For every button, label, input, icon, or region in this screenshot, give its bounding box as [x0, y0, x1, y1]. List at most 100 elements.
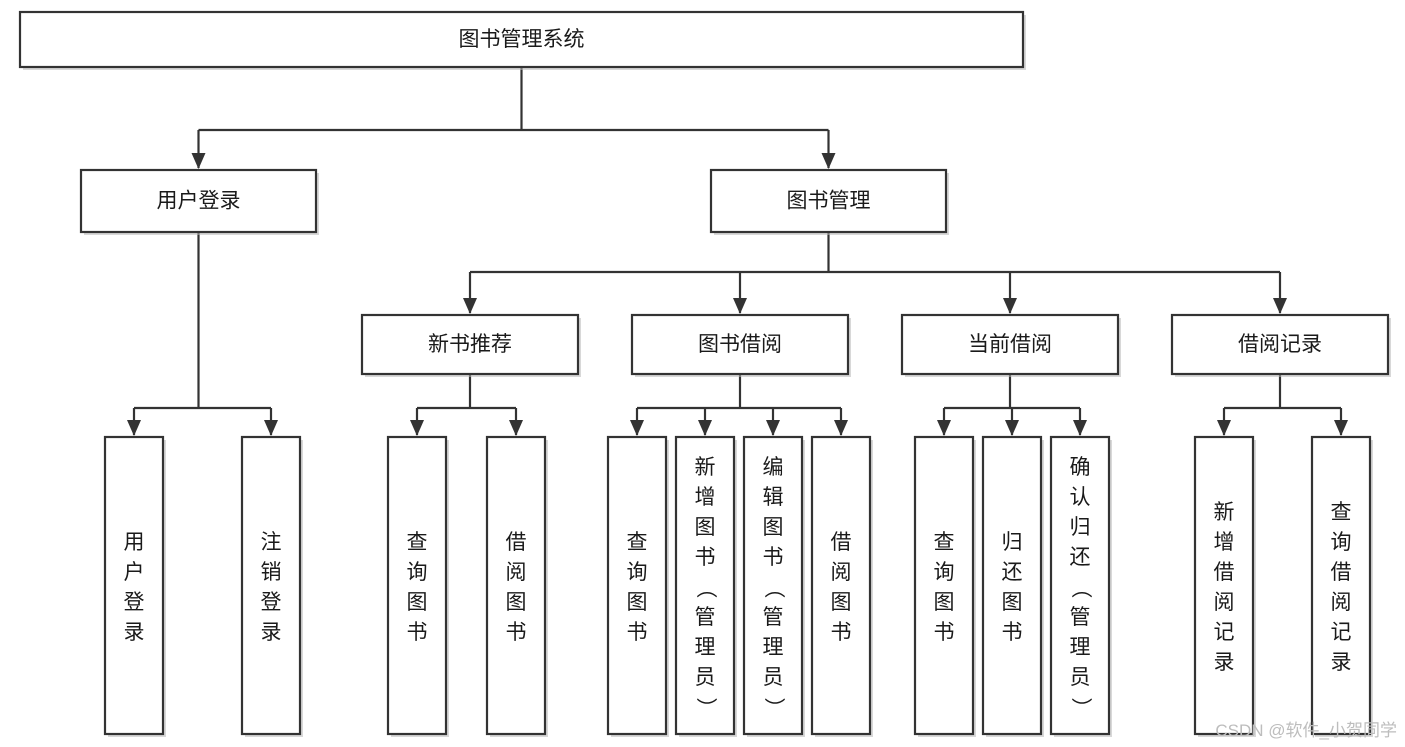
node-new-book-rec[interactable]: 新书推荐 — [360, 313, 581, 377]
node-box-leaf-query-book-bor[interactable] — [606, 435, 668, 736]
node-label-char: 图 — [934, 591, 955, 614]
node-root[interactable]: 图书管理系统 — [18, 10, 1026, 70]
node-label-char: 新 — [695, 456, 716, 479]
node-label-char: 书 — [627, 621, 648, 644]
node-label-char: 员 — [695, 666, 716, 689]
node-label-char: 确 — [1070, 456, 1091, 479]
node-label-char: 书 — [407, 621, 428, 644]
node-label-char: 注 — [261, 531, 282, 554]
node-label-root: 图书管理系统 — [459, 28, 585, 51]
node-label-char: 阅 — [1214, 591, 1235, 614]
node-label-char: 用 — [124, 531, 145, 554]
node-label-char: 询 — [407, 561, 428, 584]
node-label-char: 管 — [695, 606, 716, 629]
node-label-current-borrow: 当前借阅 — [968, 333, 1052, 356]
node-box-leaf-user-login[interactable] — [103, 435, 165, 736]
node-box-leaf-add-book[interactable] — [674, 435, 736, 736]
node-box-borrow-record[interactable] — [1170, 313, 1390, 376]
node-borrow-record[interactable]: 借阅记录 — [1170, 313, 1391, 377]
node-box-leaf-add-record[interactable] — [1193, 435, 1255, 736]
node-box-user-login[interactable] — [79, 168, 318, 234]
node-label-char: 询 — [934, 561, 955, 584]
node-label-char: 理 — [763, 636, 784, 659]
node-label-char: 增 — [1214, 531, 1235, 554]
node-label-char: 销 — [261, 561, 282, 584]
node-label-new-book-rec: 新书推荐 — [428, 333, 512, 356]
node-box-leaf-borrow-book-rec[interactable] — [485, 435, 547, 736]
node-label-char: 录 — [124, 621, 145, 644]
node-box-leaf-borrow-book-bor[interactable] — [810, 435, 872, 736]
node-box-leaf-logout[interactable] — [240, 435, 302, 736]
node-label-char: 图 — [831, 591, 852, 614]
arrow-head-icon — [463, 298, 477, 314]
node-label-char: 登 — [261, 591, 282, 614]
arrow-head-icon — [698, 420, 712, 436]
node-box-leaf-query-book-cur[interactable] — [913, 435, 975, 736]
nodes-layer: 图书管理系统用户登录图书管理新书推荐图书借阅当前借阅借阅记录用户登录注销登录查询… — [18, 10, 1391, 737]
node-box-leaf-query-book-rec[interactable] — [386, 435, 448, 736]
node-label-char: ） — [694, 697, 717, 718]
node-label-char: 员 — [1070, 666, 1091, 689]
node-label-char: 理 — [1070, 636, 1091, 659]
node-label-char: 增 — [695, 486, 716, 509]
node-box-book-borrow[interactable] — [630, 313, 850, 376]
arrow-head-icon — [410, 420, 424, 436]
node-label-char: 书 — [506, 621, 527, 644]
node-current-borrow[interactable]: 当前借阅 — [900, 313, 1121, 377]
node-label-char: 辑 — [763, 486, 784, 509]
node-book-manage[interactable]: 图书管理 — [709, 168, 949, 235]
node-box-root[interactable] — [18, 10, 1025, 69]
node-box-current-borrow[interactable] — [900, 313, 1120, 376]
node-box-leaf-return-book[interactable] — [981, 435, 1043, 736]
node-label-book-manage: 图书管理 — [787, 190, 871, 213]
node-label-char: 书 — [695, 546, 716, 569]
node-box-leaf-confirm-return[interactable] — [1049, 435, 1111, 736]
node-label-char: 录 — [1331, 651, 1352, 674]
arrow-head-icon — [937, 420, 951, 436]
node-label-char: 查 — [407, 531, 428, 554]
node-label-char: 借 — [1331, 561, 1352, 584]
node-label-book-borrow: 图书借阅 — [698, 333, 782, 356]
node-box-leaf-edit-book[interactable] — [742, 435, 804, 736]
node-label-char: 阅 — [1331, 591, 1352, 614]
node-box-book-manage[interactable] — [709, 168, 948, 234]
arrow-head-icon — [1334, 420, 1348, 436]
arrow-head-icon — [1073, 420, 1087, 436]
arrow-head-icon — [834, 420, 848, 436]
arrow-head-icon — [1003, 298, 1017, 314]
node-label-char: 管 — [763, 606, 784, 629]
node-label-char: 编 — [763, 456, 784, 479]
node-label-char: 图 — [506, 591, 527, 614]
node-label-char: 阅 — [831, 561, 852, 584]
node-book-borrow[interactable]: 图书借阅 — [630, 313, 851, 377]
node-label-char: 图 — [763, 516, 784, 539]
node-box-leaf-query-record[interactable] — [1310, 435, 1372, 736]
node-user-login[interactable]: 用户登录 — [79, 168, 319, 235]
node-label-char: （ — [762, 577, 785, 598]
node-label-char: 书 — [763, 546, 784, 569]
node-box-new-book-rec[interactable] — [360, 313, 580, 376]
node-label-char: 图 — [695, 516, 716, 539]
node-label-char: ） — [1069, 697, 1092, 718]
arrow-head-icon — [766, 420, 780, 436]
node-label-char: 书 — [934, 621, 955, 644]
node-label-char: 户 — [124, 561, 145, 584]
node-label-char: 管 — [1070, 606, 1091, 629]
node-leaf-user-login[interactable]: 用户登录 — [103, 435, 166, 737]
node-label-char: 还 — [1070, 546, 1091, 569]
arrow-head-icon — [1005, 420, 1019, 436]
